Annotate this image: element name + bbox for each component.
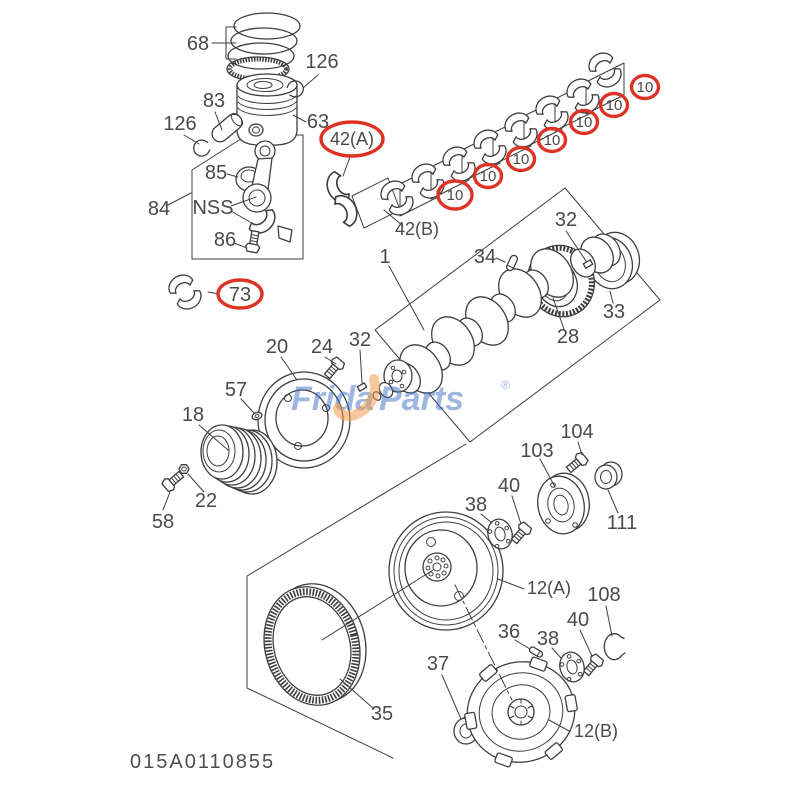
leader-lines (162, 74, 619, 732)
label-84: 84 (148, 198, 170, 220)
part-dowel-pin (505, 254, 519, 272)
label-83: 83 (203, 90, 225, 112)
label-36: 36 (498, 621, 520, 643)
part-retainer-103 (537, 472, 590, 535)
part-flywheel-group (321, 450, 623, 641)
label-111: 111 (607, 512, 637, 534)
label-40-upper: 40 (498, 475, 520, 497)
label-12A: 12(A) (527, 578, 571, 598)
highlight-10-1 (436, 179, 474, 211)
label-42A: 42(A) (330, 129, 374, 149)
label-28: 28 (557, 326, 579, 348)
label-20: 20 (266, 336, 288, 358)
part-ring-gear-35 (263, 583, 367, 706)
part-piston-pin (211, 112, 244, 143)
label-42B: 42(B) (395, 219, 439, 239)
label-35: 35 (371, 703, 393, 725)
label-38-upper: 38 (465, 494, 487, 516)
part-nut-22 (178, 464, 190, 474)
part-bearing-111 (594, 461, 623, 490)
alignment-line-clutch (454, 584, 513, 701)
label-18: 18 (182, 404, 204, 426)
label-10-7: 10 (637, 79, 654, 96)
logo-text-right: Parts (379, 380, 464, 418)
label-10-2: 10 (480, 168, 497, 185)
label-40-lower: 40 (567, 609, 589, 631)
label-73: 73 (229, 284, 251, 306)
part-piston-rings (211, 12, 301, 82)
label-1: 1 (379, 246, 390, 268)
label-85: 85 (205, 162, 227, 184)
highlight-10-5 (568, 108, 600, 136)
part-plate-38-upper (487, 518, 513, 550)
part-labels: 68 126 83 126 63 42(A) 85 84 NSS 86 42(B… (148, 33, 653, 741)
part-key-front (356, 382, 368, 392)
assembly-boxes (191, 134, 661, 759)
label-12B: 12(B) (574, 721, 618, 741)
part-washer-57 (251, 411, 263, 421)
label-10-4: 10 (544, 132, 561, 149)
highlight-10-6 (598, 91, 630, 119)
part-pulley-20 (257, 371, 351, 469)
logo-registered-mark: ® (501, 378, 510, 392)
part-piston (236, 73, 298, 146)
part-clutch-group (453, 584, 578, 768)
part-key-rear (582, 259, 594, 269)
label-104: 104 (560, 421, 593, 443)
label-86: 86 (214, 229, 236, 251)
label-57: 57 (225, 379, 247, 401)
highlight-10-3 (505, 145, 537, 173)
label-22: 22 (195, 490, 217, 512)
highlight-10-4 (536, 126, 568, 154)
highlight-42A (319, 120, 385, 158)
part-snap-ring-108 (603, 633, 626, 661)
highlight-circles (216, 73, 661, 310)
label-103: 103 (520, 440, 553, 462)
label-38-lower: 38 (537, 628, 559, 650)
label-58: 58 (152, 511, 174, 533)
label-37: 37 (427, 653, 449, 675)
fridayparts-logo: Frida Parts ® (291, 374, 510, 422)
label-24: 24 (311, 336, 333, 358)
highlight-10-2 (472, 162, 504, 190)
label-nss: NSS (192, 197, 233, 219)
label-126-left: 126 (163, 113, 196, 135)
label-32-rear: 32 (555, 209, 577, 231)
label-126-top: 126 (305, 51, 338, 73)
label-68: 68 (187, 33, 209, 55)
highlight-10-7 (629, 73, 661, 101)
part-rod-bearing-73 (165, 271, 206, 314)
part-connecting-rod (235, 140, 293, 254)
alignment-line-ring-gear (321, 569, 434, 641)
part-flywheel (388, 511, 504, 631)
part-clutch-cover (464, 656, 578, 768)
label-32-front: 32 (349, 329, 371, 351)
part-front-pulley-group (160, 355, 351, 495)
label-10-6: 10 (606, 97, 623, 114)
label-10-1: 10 (447, 187, 464, 204)
part-crankshaft (356, 231, 641, 401)
diagram-code: 015A0110855 (130, 751, 275, 773)
part-damper-18 (200, 424, 278, 495)
label-63: 63 (307, 111, 329, 133)
part-bolt-104 (563, 450, 590, 476)
label-10-3: 10 (513, 151, 530, 168)
label-10-5: 10 (576, 114, 593, 131)
part-plate-38-lower (559, 651, 585, 683)
label-108: 108 (587, 584, 620, 606)
label-34: 34 (474, 246, 496, 268)
highlight-73 (216, 278, 264, 310)
label-33: 33 (603, 301, 625, 323)
logo-swoosh-icon (333, 374, 380, 422)
